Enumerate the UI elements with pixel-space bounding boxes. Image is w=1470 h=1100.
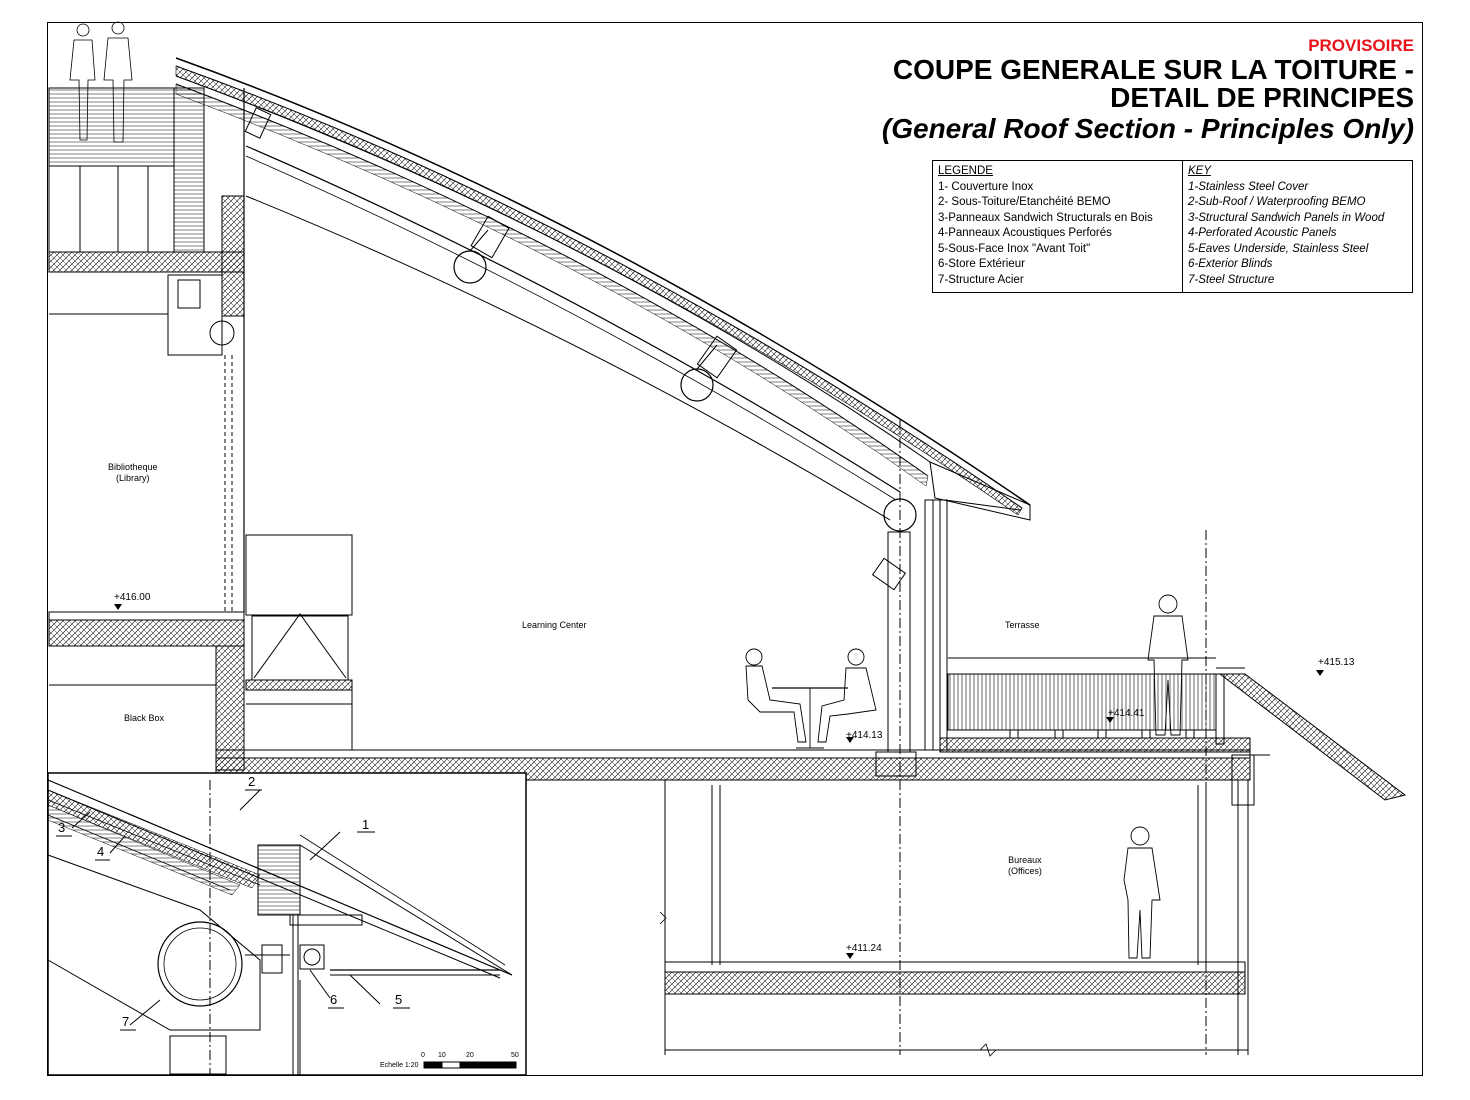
callout-number: 4 <box>97 844 105 859</box>
legend-item-fr: 3-Panneaux Sandwich Structurals en Bois <box>938 211 1153 224</box>
legend-header-fr: LEGENDE <box>938 165 993 177</box>
person-offices <box>1123 826 1161 959</box>
callout-number: 1 <box>362 817 370 832</box>
black-box-block <box>48 534 353 771</box>
level-markers <box>114 604 1324 959</box>
scale-tick: 10 <box>438 1052 446 1059</box>
legend-item-en: 3-Structural Sandwich Panels in Wood <box>1188 211 1385 224</box>
title-line-2: DETAIL DE PRINCIPES <box>1110 82 1414 113</box>
level-label: +416.00 <box>114 592 151 603</box>
main-roof <box>175 57 1031 532</box>
terrace-pedestals <box>1009 729 1195 739</box>
terrace-block <box>939 657 1407 806</box>
level-label: +415.13 <box>1318 657 1355 668</box>
level-label: +414.41 <box>1108 708 1145 719</box>
people-seated <box>745 648 877 749</box>
room-label-terrace: Terrasse <box>1005 620 1040 630</box>
person-terrace <box>1147 594 1189 736</box>
title-line-1: COUPE GENERALE SUR LA TOITURE - <box>892 54 1414 85</box>
legend-item-en: 7-Steel Structure <box>1188 273 1275 286</box>
callout-number: 3 <box>58 820 66 835</box>
legend-item-fr: 2- Sous-Toiture/Etanchéité BEMO <box>938 196 1111 208</box>
callout-number: 5 <box>395 992 403 1007</box>
sheet-frame <box>47 22 1423 1076</box>
legend-item-en: 1-Stainless Steel Cover <box>1188 180 1309 193</box>
level-label: +414.13 <box>846 730 883 741</box>
callout-number: 2 <box>248 774 256 789</box>
legend-item-fr: 6-Store Extérieur <box>938 258 1025 270</box>
scale-tick: 0 <box>421 1052 425 1059</box>
title-block: PROVISOIRE COUPE GENERALE SUR LA TOITURE… <box>882 36 1414 146</box>
room-label-library: Bibliotheque (Library) <box>108 462 158 483</box>
legend-table: LEGENDE 1- Couverture Inox 2- Sous-Toitu… <box>932 160 1413 293</box>
callout-number: 7 <box>122 1014 130 1029</box>
legend-item-en: 4-Perforated Acoustic Panels <box>1188 227 1337 239</box>
legend-item-en: 5-Eaves Underside, Stainless Steel <box>1188 242 1369 255</box>
legend-item-fr: 4-Panneaux Acoustiques Perforés <box>938 227 1112 239</box>
scale-tick: 50 <box>511 1052 519 1059</box>
level-label: +411.24 <box>846 943 882 954</box>
legend-item-en: 2-Sub-Roof / Waterproofing BEMO <box>1188 196 1366 208</box>
scale-tick: 20 <box>466 1052 474 1059</box>
library-block <box>48 87 245 612</box>
room-label-black-box: Black Box <box>124 713 165 723</box>
legend-item-fr: 7-Structure Acier <box>938 273 1024 286</box>
callout-number: 6 <box>330 992 338 1007</box>
legend-item-fr: 1- Couverture Inox <box>938 180 1034 193</box>
legend-english: KEY 1-Stainless Steel Cover 2-Sub-Roof /… <box>1183 161 1412 292</box>
detail-box <box>47 772 527 1076</box>
room-label-offices: Bureaux (Offices) <box>1008 855 1042 876</box>
legend-item-fr: 5-Sous-Face Inox "Avant Toit" <box>938 242 1091 255</box>
column-glazing <box>871 420 948 1055</box>
status-label: PROVISOIRE <box>1308 36 1414 55</box>
title-english: (General Roof Section - Principles Only) <box>881 113 1414 144</box>
legend-item-en: 6-Exterior Blinds <box>1188 258 1273 270</box>
room-label-learning-center: Learning Center <box>522 620 587 630</box>
legend-header-en: KEY <box>1188 165 1212 177</box>
scale-text: Echelle 1:20 <box>380 1062 419 1069</box>
legend-french: LEGENDE 1- Couverture Inox 2- Sous-Toitu… <box>933 161 1183 292</box>
